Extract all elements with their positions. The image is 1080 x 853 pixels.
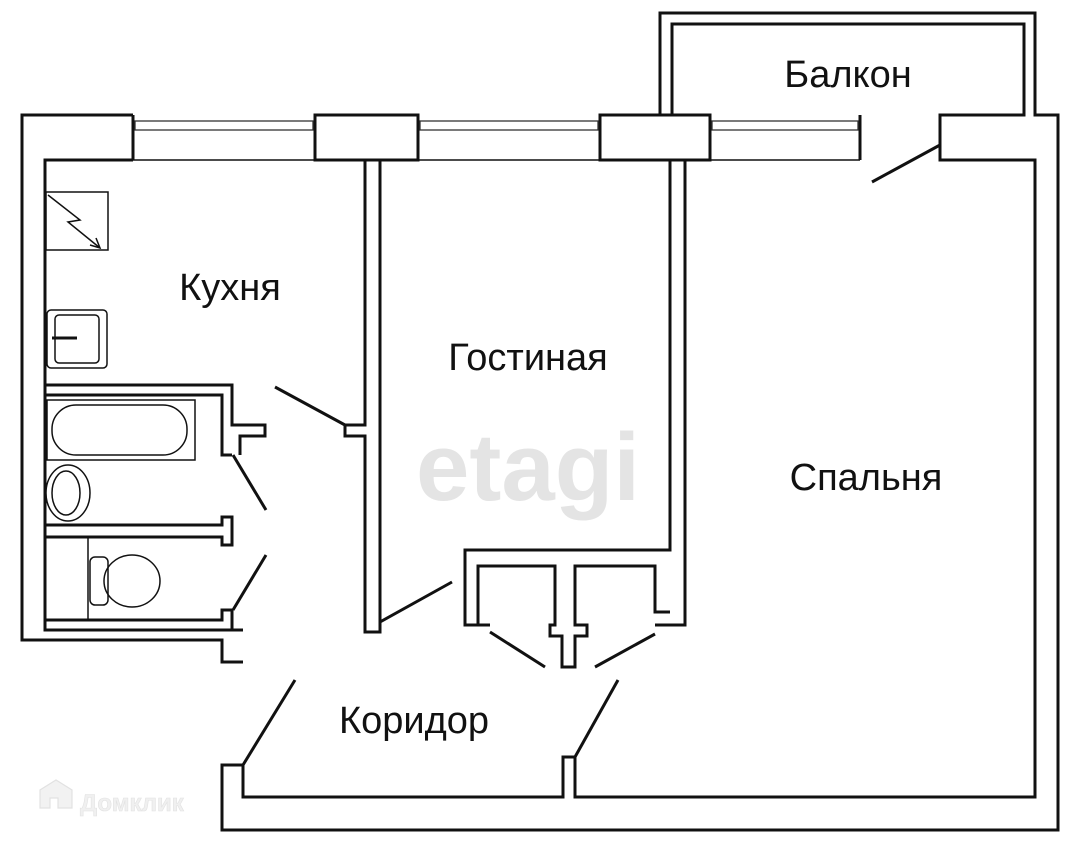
toilet-icon — [87, 537, 161, 620]
sink-icon — [46, 309, 108, 369]
fixtures — [45, 191, 196, 620]
inner-walls — [45, 160, 687, 669]
doors — [231, 143, 941, 766]
windows — [134, 120, 859, 131]
label-living-room: Гостиная — [448, 337, 608, 379]
outer-walls — [20, 11, 1060, 832]
house-icon — [39, 779, 73, 809]
label-bedroom: Спальня — [790, 457, 943, 499]
watermark-etagi: etagi — [416, 414, 640, 521]
watermark-domclick: Домклик — [39, 779, 185, 817]
label-corridor: Коридор — [339, 700, 489, 742]
watermark-domclick-text: Домклик — [80, 790, 185, 817]
watermark-etagi-text: etagi — [416, 414, 640, 521]
room-labels: Кухня Гостиная Спальня Балкон Коридор — [179, 54, 942, 742]
washbasin-icon — [45, 464, 91, 522]
label-balcony: Балкон — [784, 54, 911, 96]
stove-icon — [45, 191, 109, 251]
bathtub-icon — [46, 399, 196, 461]
label-kitchen: Кухня — [179, 267, 281, 309]
